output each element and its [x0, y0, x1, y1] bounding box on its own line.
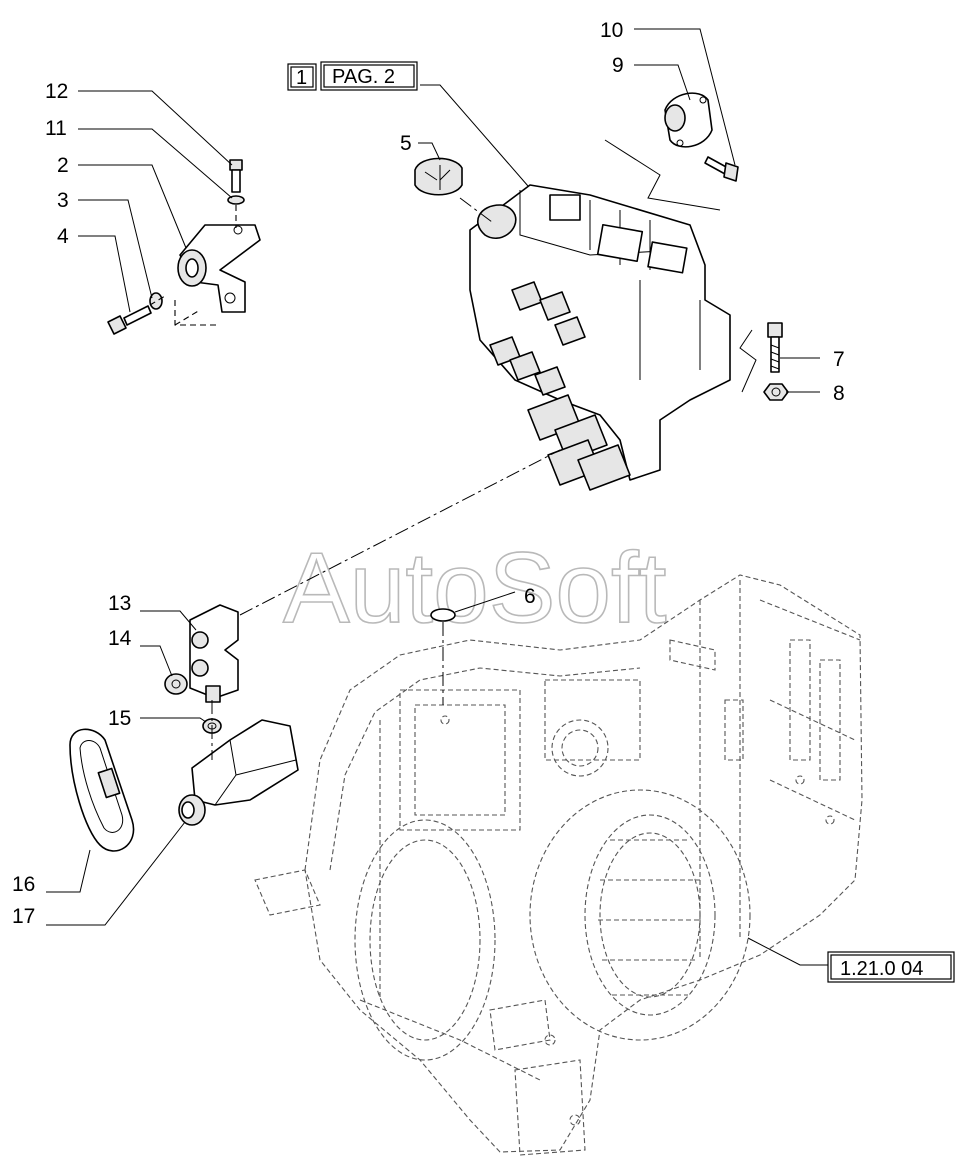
bolt-9-10-break-line — [604, 139, 721, 211]
part-7-bolt-drawing — [767, 322, 783, 373]
part-label-7: 7 — [833, 348, 845, 371]
bolt-7-break-line — [739, 329, 757, 393]
part-label-2: 2 — [57, 154, 69, 177]
part-label-9: 9 — [612, 54, 624, 77]
transmission-housing-drawing — [254, 574, 863, 1156]
part-label-12: 12 — [45, 80, 68, 103]
part-label-10: 10 — [600, 19, 623, 42]
part-13-selector-valve-drawing — [189, 604, 239, 703]
part-6-o-ring-drawing — [430, 608, 456, 622]
part-label-3: 3 — [57, 189, 69, 212]
bracket-assembly-dashed-lines — [149, 205, 237, 326]
control-valve-assembly-drawing — [469, 184, 731, 491]
part-label-15: 15 — [108, 707, 131, 730]
part-4-bolt-drawing — [107, 305, 152, 335]
leader-lines — [46, 28, 828, 966]
centre-line-plug — [459, 197, 493, 223]
part-label-11: 11 — [45, 117, 67, 140]
sheet-number-text: 1 — [296, 67, 307, 89]
part-label-4: 4 — [57, 225, 69, 248]
part-label-5: 5 — [400, 132, 412, 155]
part-2-bracket-drawing — [177, 224, 261, 313]
part-10-bolt-drawing — [704, 156, 739, 182]
part-8-nut-drawing — [763, 383, 789, 401]
part-16-cover-drawing — [69, 728, 135, 852]
page-reference-box[interactable]: PAG. 2 — [320, 61, 418, 91]
part-14-seal-drawing — [164, 673, 188, 695]
part-17-valve-block-drawing — [178, 719, 299, 826]
watermark-text: AutoSoft — [283, 532, 667, 644]
part-12-screw-drawing — [229, 159, 243, 193]
page-reference-text: PAG. 2 — [332, 66, 395, 88]
part-5-plug-drawing — [414, 157, 463, 196]
sheet-number-box[interactable]: 1 — [287, 63, 317, 91]
group-reference-box[interactable]: 1.21.0 04 — [827, 951, 955, 983]
part-9-flange-drawing — [664, 92, 713, 148]
part-label-6: 6 — [524, 585, 536, 608]
valve-ports-upper — [489, 281, 586, 396]
centre-line-valve-to-selector — [239, 449, 561, 616]
part-label-16: 16 — [12, 873, 35, 896]
quick-couplers-lower — [527, 394, 631, 491]
part-label-13: 13 — [108, 592, 131, 615]
part-label-14: 14 — [108, 627, 132, 650]
part-3-washer-drawing — [149, 292, 163, 310]
part-label-17: 17 — [12, 905, 35, 928]
part-label-8: 8 — [833, 382, 845, 405]
group-reference-text: 1.21.0 04 — [840, 958, 923, 980]
